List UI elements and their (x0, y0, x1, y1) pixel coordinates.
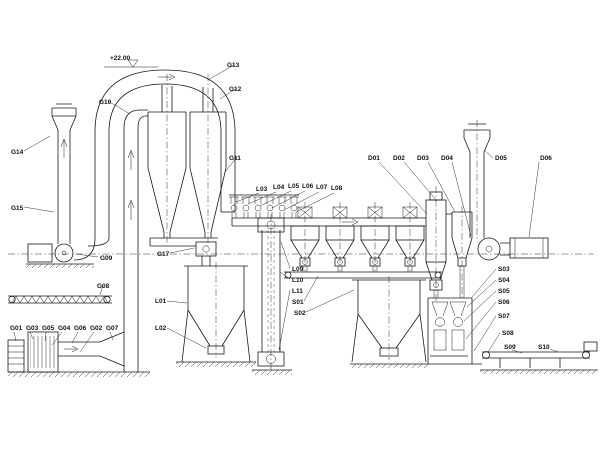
cyclone-separators (147, 85, 227, 266)
leader-lines (13, 64, 559, 354)
exhaust-stack-left (51, 103, 77, 244)
label-l02: L02 (155, 325, 167, 332)
label-g11: G11 (229, 155, 241, 162)
label-g02: G02 (90, 325, 103, 332)
label-g03: G03 (26, 325, 39, 332)
label-g12: G12 (229, 86, 242, 93)
label-l10: L10 (292, 277, 304, 284)
label-g10: G10 (99, 99, 112, 106)
label-l08: L08 (331, 185, 343, 192)
label-s09: S09 (504, 344, 516, 351)
bag-left (433, 329, 447, 351)
drive-motor (583, 341, 598, 352)
label-s06: S06 (498, 299, 510, 306)
label-l07: L07 (316, 184, 328, 191)
feeder-row (229, 194, 299, 218)
label-l09: L09 (292, 266, 304, 273)
label-d02: D02 (393, 155, 405, 162)
label-l04: L04 (273, 184, 285, 191)
mill-unit (425, 191, 452, 298)
label-g15: G15 (11, 205, 24, 212)
label-l05: L05 (288, 183, 300, 190)
label-s03: S03 (498, 266, 510, 273)
bag-right (451, 329, 465, 351)
label-g14: G14 (11, 149, 24, 156)
label-s04: S04 (498, 277, 510, 284)
elevation-marker (104, 59, 158, 68)
drag-conveyor-left (8, 295, 112, 304)
label-s02: S02 (294, 310, 306, 317)
riser-duct (123, 109, 148, 372)
label-g01: G01 (10, 325, 23, 332)
hopper-l01 (181, 265, 251, 363)
silencer-box (509, 237, 549, 259)
label-s08: S08 (502, 330, 514, 337)
belt-conveyor-right (482, 341, 598, 368)
collecting-screw (284, 271, 442, 279)
label-g17: G17 (157, 251, 170, 258)
label-d01: D01 (368, 155, 380, 162)
elevation-triangle-icon (127, 59, 139, 68)
label-s01: S01 (292, 299, 304, 306)
label-s10: S10 (538, 344, 550, 351)
stack-right (463, 123, 491, 238)
packing-station (427, 297, 473, 364)
label-s05: S05 (498, 288, 510, 295)
labels: +22.00 G13 G10 G12 G11 G14 G15 G09 G17 G… (10, 55, 552, 351)
classifier-row (290, 206, 425, 272)
label-g09: G09 (100, 255, 113, 262)
label-l03: L03 (256, 186, 268, 193)
fan-blower-left (26, 243, 94, 268)
label-l06: L06 (302, 183, 314, 190)
fan-scroll (54, 243, 74, 263)
weigher-right (453, 317, 463, 327)
label-g05: G05 (42, 325, 55, 332)
label-d06: D06 (540, 155, 552, 162)
label-g08: G08 (97, 283, 110, 290)
rotary-valve-g17 (195, 241, 217, 257)
label-g04: G04 (58, 325, 71, 332)
hopper-outlet (207, 345, 225, 355)
furnace-unit (7, 331, 125, 373)
weigher-left (435, 317, 445, 327)
cyclone-d03 (451, 211, 473, 298)
label-g07: G07 (106, 325, 119, 332)
label-d04: D04 (441, 155, 453, 162)
label-g06: G06 (74, 325, 87, 332)
label-l11: L11 (292, 288, 303, 295)
motor-box (27, 243, 53, 263)
main-duct (231, 217, 426, 227)
fuel-bin (7, 339, 25, 373)
hopper-s01 (351, 279, 427, 363)
fan-right (477, 237, 510, 261)
datum-centerlines (8, 74, 594, 372)
label-elevation: +22.00 (110, 55, 130, 62)
label-s07: S07 (498, 313, 510, 320)
ground-hatching (8, 361, 598, 377)
label-l01: L01 (155, 298, 167, 305)
label-g13: G13 (227, 62, 240, 69)
label-d03: D03 (417, 155, 429, 162)
label-d05: D05 (495, 155, 507, 162)
